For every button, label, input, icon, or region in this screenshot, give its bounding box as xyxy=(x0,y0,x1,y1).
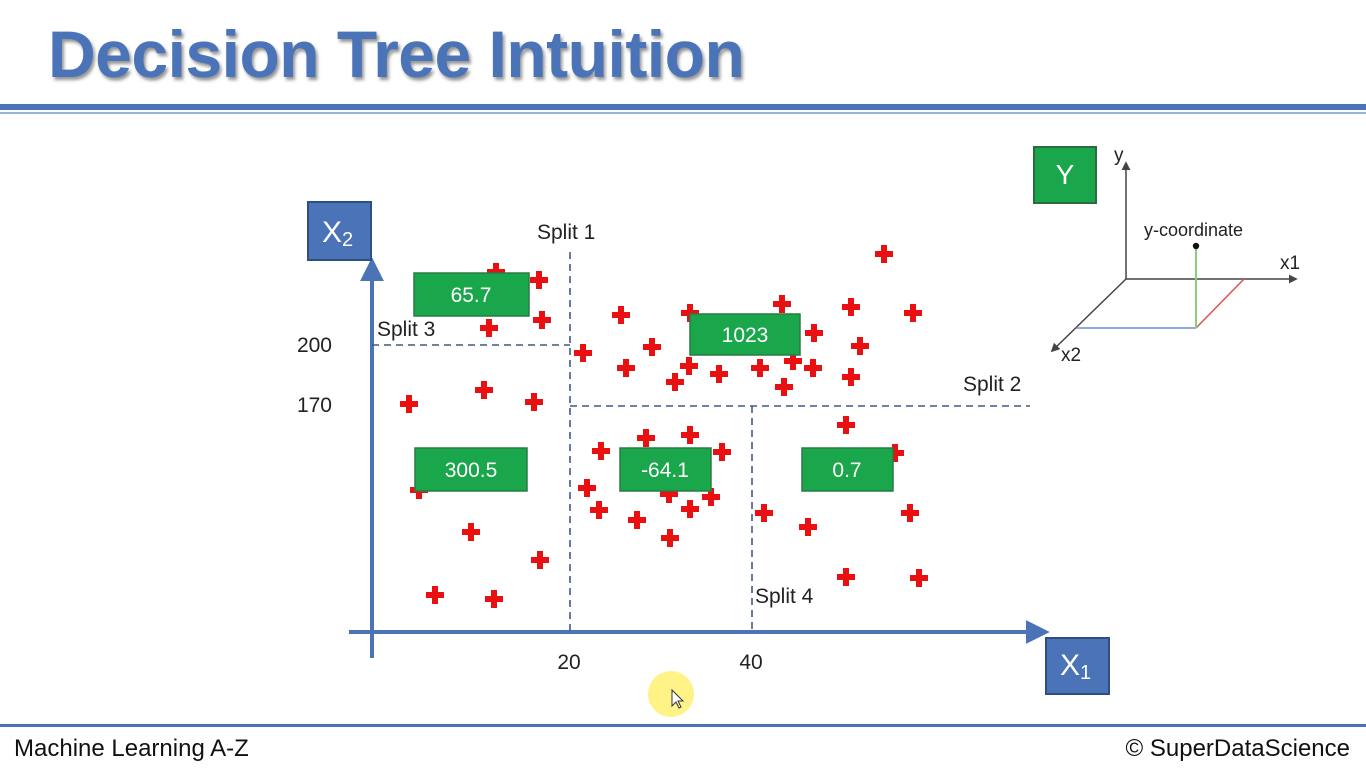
x1-axis-subscript: 1 xyxy=(1080,662,1091,684)
data-point-plus-icon xyxy=(590,501,608,519)
data-point-plus-icon xyxy=(666,373,684,391)
y-output-label: Y xyxy=(1056,159,1075,190)
data-point-plus-icon xyxy=(851,337,869,355)
data-point-plus-icon xyxy=(531,551,549,569)
inset-x2-axis xyxy=(1050,278,1127,353)
data-point-plus-icon xyxy=(661,529,679,547)
data-point-plus-icon xyxy=(713,443,731,461)
data-point-plus-icon xyxy=(784,352,802,370)
data-point-plus-icon xyxy=(400,395,418,413)
data-point-plus-icon xyxy=(681,426,699,444)
data-point-plus-icon xyxy=(904,304,922,322)
data-point-plus-icon xyxy=(643,338,661,356)
x2-axis-box: X2 xyxy=(307,201,372,261)
data-point-plus-icon xyxy=(901,504,919,522)
inset-y-label: y xyxy=(1114,145,1124,166)
data-point-plus-icon xyxy=(910,569,928,587)
data-point-plus-icon xyxy=(681,500,699,518)
data-point-plus-icon xyxy=(842,368,860,386)
x-tick-40: 40 xyxy=(739,651,762,674)
y-output-box: Y xyxy=(1033,146,1097,204)
x1-axis-box: X1 xyxy=(1045,637,1110,695)
data-point-plus-icon xyxy=(837,568,855,586)
inset-y-coordinate-label: y-coordinate xyxy=(1144,220,1243,240)
data-point-plus-icon xyxy=(751,359,769,377)
data-point-plus-icon xyxy=(612,306,630,324)
data-point-plus-icon xyxy=(773,295,791,313)
leaf-value: 65.7 xyxy=(451,284,492,307)
data-points xyxy=(400,245,928,608)
data-point-plus-icon xyxy=(799,518,817,536)
x-tick-20: 20 xyxy=(557,651,580,674)
data-point-plus-icon xyxy=(875,245,893,263)
inset-3d-axes: Y y x1 x2 y-coordinate xyxy=(1033,145,1300,366)
data-point-plus-icon xyxy=(462,523,480,541)
page-title: Decision Tree Intuition xyxy=(48,17,745,91)
data-point-plus-icon xyxy=(487,263,505,281)
split-2-label: Split 2 xyxy=(963,373,1021,396)
inset-x2-label: x2 xyxy=(1061,345,1081,366)
data-point-plus-icon xyxy=(485,590,503,608)
data-point-plus-icon xyxy=(426,586,444,604)
data-point-plus-icon xyxy=(617,359,635,377)
footer-divider xyxy=(0,724,1366,727)
data-point-plus-icon xyxy=(775,378,793,396)
title-divider-thin xyxy=(0,112,1366,114)
leaf-value: -64.1 xyxy=(641,459,689,482)
split-4-label: Split 4 xyxy=(755,585,814,608)
data-point-plus-icon xyxy=(660,485,678,503)
y-tick-200: 200 xyxy=(297,334,332,357)
data-point-plus-icon xyxy=(533,311,551,329)
footer-copyright: © SuperDataScience xyxy=(1125,735,1350,762)
svg-text:X1: X1 xyxy=(1060,649,1091,684)
leaf-value: 0.7 xyxy=(832,459,861,482)
data-point-plus-icon xyxy=(480,319,498,337)
title-divider xyxy=(0,104,1366,110)
data-point-plus-icon xyxy=(475,381,493,399)
leaf-box-300-5: 300.5 xyxy=(414,447,528,492)
split-3-label: Split 3 xyxy=(377,318,435,341)
x2-axis-subscript: 2 xyxy=(342,229,353,251)
data-point-plus-icon xyxy=(837,416,855,434)
split-1-label: Split 1 xyxy=(537,221,595,244)
data-point-plus-icon xyxy=(805,324,823,342)
leaf-value: 1023 xyxy=(722,324,769,347)
data-point-plus-icon xyxy=(710,365,728,383)
leaf-box-0-7: 0.7 xyxy=(801,447,894,492)
data-point-plus-icon xyxy=(702,488,720,506)
leaf-value: 300.5 xyxy=(445,459,498,482)
leaf-box-minus-64-1: -64.1 xyxy=(619,447,712,492)
y-tick-170: 170 xyxy=(297,394,332,417)
data-point-plus-icon xyxy=(755,504,773,522)
inset-point xyxy=(1192,242,1200,250)
data-point-plus-icon xyxy=(886,444,904,462)
inset-x1-label: x1 xyxy=(1280,253,1300,274)
data-point-plus-icon xyxy=(681,304,699,322)
data-point-plus-icon xyxy=(628,511,646,529)
data-point-plus-icon xyxy=(530,271,548,289)
mouse-cursor xyxy=(648,671,694,717)
data-point-plus-icon xyxy=(680,357,698,375)
svg-text:X2: X2 xyxy=(322,216,353,251)
data-point-plus-icon xyxy=(804,359,822,377)
x1-axis-label: X xyxy=(1060,649,1080,682)
data-point-plus-icon xyxy=(574,344,592,362)
leaf-box-65-7: 65.7 xyxy=(413,272,530,317)
data-point-plus-icon xyxy=(842,298,860,316)
footer-course-name: Machine Learning A-Z xyxy=(14,735,249,762)
data-point-plus-icon xyxy=(592,442,610,460)
x2-axis-label: X xyxy=(322,216,342,249)
data-point-plus-icon xyxy=(637,429,655,447)
inset-red-projection xyxy=(1195,278,1245,329)
data-point-plus-icon xyxy=(525,393,543,411)
data-point-plus-icon xyxy=(578,479,596,497)
leaf-box-1023: 1023 xyxy=(689,313,801,356)
